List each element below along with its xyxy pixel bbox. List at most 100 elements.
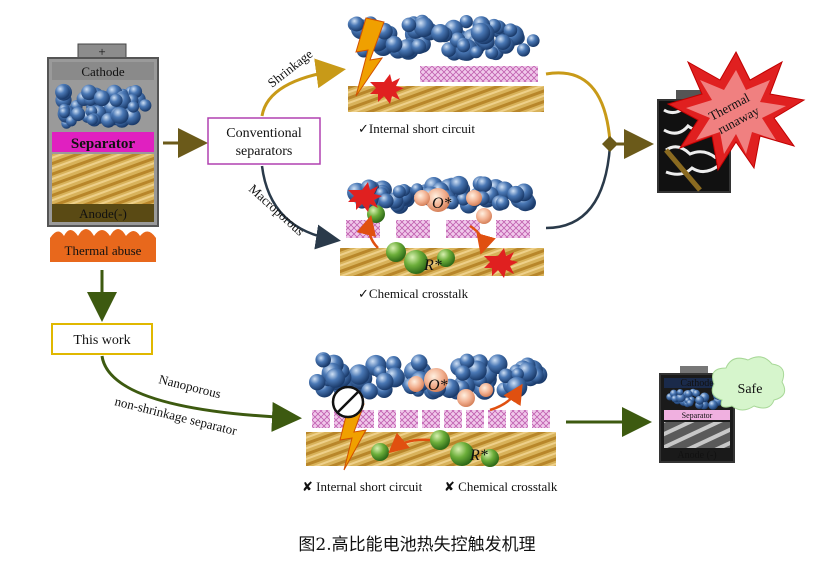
conventional-label-line1: Conventional xyxy=(226,126,302,141)
flame-shape xyxy=(50,229,156,262)
shrunk-separator xyxy=(420,66,538,82)
separator-segment xyxy=(444,410,462,428)
conventional-separators-box: Conventional separators xyxy=(207,117,321,165)
radical-crossover-arrow xyxy=(356,215,379,249)
lightning-icon xyxy=(355,17,385,97)
particle xyxy=(708,400,718,410)
particle xyxy=(449,175,469,195)
burst-inner xyxy=(686,70,786,154)
oxygen-label: O* xyxy=(432,195,452,212)
separator-layer xyxy=(52,132,154,152)
particle xyxy=(392,185,406,199)
safe-label: Safe xyxy=(738,382,763,397)
particle xyxy=(503,23,518,37)
particle xyxy=(411,38,427,54)
burnt-rod xyxy=(664,148,702,192)
safe-separator-layer xyxy=(664,410,730,420)
junction-diamond xyxy=(602,136,618,152)
separator-segment xyxy=(422,410,440,428)
oxygen-crossover-arrow xyxy=(469,224,496,255)
particle xyxy=(441,42,457,58)
nanoporous-separator xyxy=(312,410,550,428)
particle xyxy=(507,185,525,203)
thermal-runaway-burst: Thermal runaway xyxy=(666,50,806,172)
separator-segment xyxy=(510,410,528,428)
separator-segment xyxy=(312,410,330,428)
nanoporous-label: Nanoporous xyxy=(157,371,222,401)
prohibit-slash xyxy=(336,390,360,414)
particle xyxy=(695,395,705,405)
oxygen-species: O* xyxy=(414,188,492,224)
bottom-radical-species: R* xyxy=(371,430,499,467)
this-work-label: This work xyxy=(73,333,130,348)
arrow-macroporous xyxy=(260,165,341,250)
top-cathode-particles xyxy=(347,14,540,61)
bottom-oxygen-species: O* xyxy=(408,368,493,407)
particle xyxy=(684,390,693,398)
safe-terminal xyxy=(680,366,708,374)
spark-icon-upper xyxy=(348,182,382,212)
particle xyxy=(470,22,491,43)
safe-cloud: Safe xyxy=(711,356,786,411)
spark-icon xyxy=(370,74,404,104)
particle xyxy=(93,90,110,107)
particle xyxy=(375,372,394,391)
separator-segment xyxy=(378,410,396,428)
particle xyxy=(139,99,152,112)
macroporous-panel: O* R* xyxy=(340,175,544,278)
separator-segment xyxy=(400,410,418,428)
separator-segment xyxy=(446,220,480,238)
particle xyxy=(385,35,403,53)
particle xyxy=(316,354,330,368)
particle xyxy=(488,354,508,374)
particle xyxy=(470,46,483,59)
curve-top-to-runaway xyxy=(545,71,612,143)
particle xyxy=(506,376,528,398)
safe-cathode-particles xyxy=(666,388,729,410)
particle xyxy=(496,196,510,210)
particle xyxy=(686,399,694,407)
battery-cell: + Cathode Separator Anode(-) xyxy=(47,43,159,227)
particle xyxy=(676,389,684,396)
particle xyxy=(457,39,471,53)
particle xyxy=(459,353,475,369)
bottom-crosstalk-label: ✘ Chemical crosstalk xyxy=(444,479,558,494)
cathode-particles xyxy=(55,83,152,129)
bottom-radical-label: R* xyxy=(469,447,488,464)
particle xyxy=(401,17,417,33)
particle xyxy=(86,114,98,126)
particle xyxy=(361,382,378,400)
figure-caption: 图2.高比能电池热失控触发机理 xyxy=(298,535,536,555)
bottom-oxygen-arrow xyxy=(489,383,523,412)
particle xyxy=(455,365,471,381)
short-circuit-label: ✓Internal short circuit xyxy=(358,121,475,136)
safe-cathode-label: Cathode xyxy=(680,378,714,389)
anode-layer xyxy=(52,154,154,204)
arrow-nanoporous xyxy=(100,355,302,432)
particle xyxy=(81,84,97,101)
particle xyxy=(516,43,531,57)
burnt-terminal xyxy=(676,90,702,100)
particle xyxy=(325,368,346,388)
bottom-short-circuit-label: ✘ Internal short circuit xyxy=(302,479,423,494)
particle xyxy=(309,374,326,391)
separator-segment xyxy=(488,410,506,428)
thermal-abuse-block: Thermal abuse xyxy=(50,229,156,262)
particle xyxy=(498,368,514,384)
safe-anode-label: Anode (-) xyxy=(677,450,716,461)
nanoporous-panel: O* R* xyxy=(306,352,556,471)
particle xyxy=(348,364,370,385)
separator-segment xyxy=(532,410,550,428)
particle xyxy=(58,107,70,119)
particle xyxy=(112,107,129,124)
particle xyxy=(459,15,473,29)
arrow-shrinkage xyxy=(260,58,346,117)
particle xyxy=(495,34,511,50)
this-work-box: This work xyxy=(51,323,153,355)
cloud-shape xyxy=(711,356,786,411)
particle xyxy=(476,176,493,193)
conventional-label-line2: separators xyxy=(236,144,293,159)
particle xyxy=(669,389,678,398)
particle xyxy=(410,354,428,372)
